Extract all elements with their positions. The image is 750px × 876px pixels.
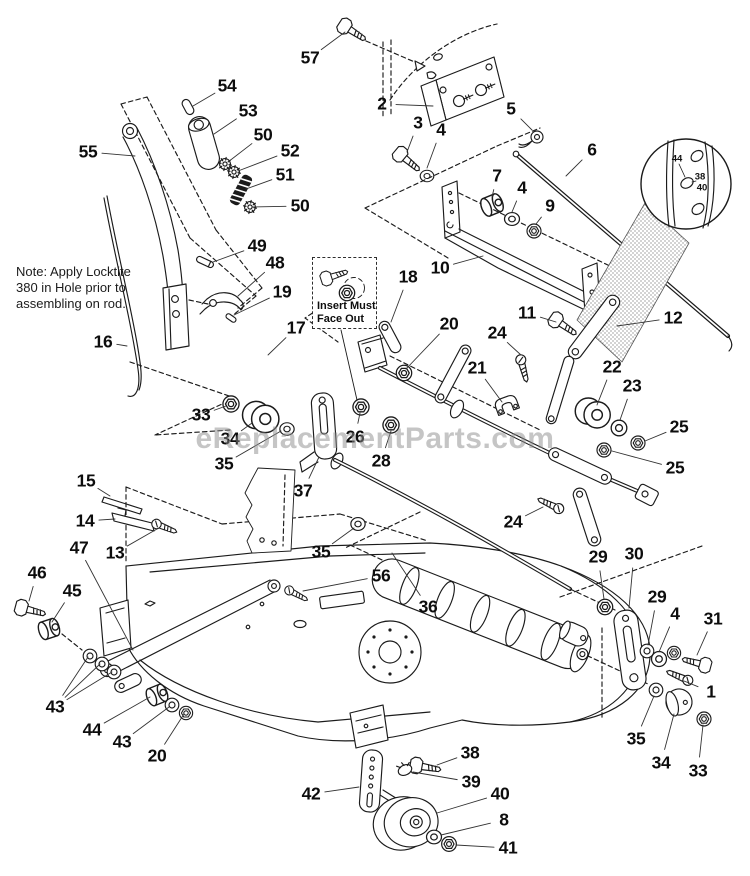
- lift-arm-47: [103, 579, 277, 677]
- insert-instruction-box: Insert Must Face Out: [312, 257, 377, 329]
- top-bracket-assembly: [334, 15, 505, 127]
- note-line: assembling on rod.: [16, 296, 126, 311]
- detail-circle: [640, 138, 732, 230]
- u-bolt-48: [199, 292, 244, 315]
- mower-deck: [99, 361, 651, 749]
- arm-mount-hardware: [12, 597, 194, 721]
- spring-link-hardware: [181, 98, 259, 323]
- rod-16: [103, 195, 142, 398]
- note-line: 380 in Hole prior to: [16, 280, 126, 295]
- roller-assembly: [344, 511, 703, 719]
- insert-box-art: [313, 258, 377, 401]
- assembly-note: Note: Apply Locktite 380 in Hole prior t…: [16, 264, 131, 312]
- hanger-bracket-assembly: [244, 392, 616, 611]
- height-lever-assembly: [103, 96, 263, 398]
- insert-box-line: Face Out: [317, 313, 365, 325]
- caster-wheel-assembly: [358, 749, 457, 852]
- note-line: Note: Apply Locktite: [16, 264, 131, 279]
- rear-bracket-assembly: [596, 598, 714, 727]
- lift-linkage-assembly: [304, 295, 659, 547]
- insert-box-line: Insert Must: [317, 300, 376, 312]
- link-12-assembly: [545, 294, 621, 425]
- leader-lines: [28, 31, 708, 848]
